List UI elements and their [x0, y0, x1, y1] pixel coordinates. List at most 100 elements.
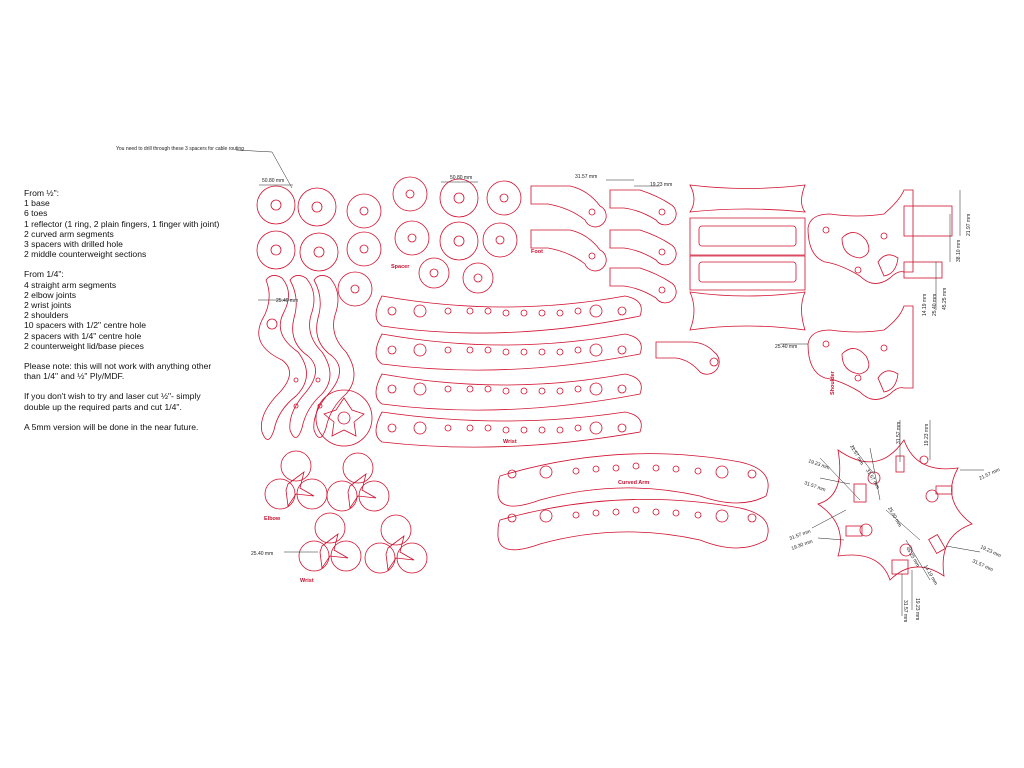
spacer-hole: [350, 284, 360, 294]
half-inch-item: 6 toes: [24, 208, 48, 219]
spacer-disc: [486, 180, 522, 216]
shoulder-hole: [822, 226, 830, 234]
half-inch-item: 2 curved arm segments: [24, 228, 114, 239]
dim-label: 19.23 mm: [914, 598, 920, 620]
arm-hole: [413, 343, 427, 357]
arm-hole: [444, 424, 452, 432]
dim-label: 19.23 mm: [650, 182, 672, 188]
base-slot: [845, 525, 863, 537]
arm-hole: [617, 345, 627, 355]
shoulder-plate: [807, 189, 914, 284]
spacer-disc: [256, 185, 296, 225]
half-inch-item: 3 spacers with drilled hole: [24, 239, 123, 250]
arm-hole: [502, 426, 510, 434]
spacer-disc: [482, 222, 518, 258]
arm-hole: [617, 306, 627, 316]
dim-label: 31.57 mm: [896, 422, 902, 444]
curved-arm-hole: [694, 511, 702, 519]
arm-hole-rows: [387, 304, 627, 435]
arm-hole: [413, 421, 427, 435]
arm-hole: [520, 426, 528, 434]
dim-label: 50.80 mm: [262, 178, 284, 184]
half-inch-item: 1 base: [24, 198, 50, 209]
joint-cutout: [319, 533, 349, 570]
curved-arm-segment: [497, 498, 769, 551]
toe-piece: [609, 229, 677, 266]
shoulder-hole: [880, 344, 888, 352]
curved-arm-hole: [694, 467, 702, 475]
arm-hole: [387, 306, 397, 316]
half-inch-item: 2 middle counterweight sections: [24, 249, 147, 260]
drill-note: You need to drill through these 3 spacer…: [116, 146, 244, 152]
spacer-hole: [270, 244, 282, 256]
spacer-hole: [407, 233, 417, 243]
spacer-label: Spacer: [391, 264, 410, 270]
spacer-disc: [394, 220, 430, 256]
dim-label: 21.57 mm: [978, 467, 1001, 482]
half-inch-heading: From ½":: [24, 188, 60, 198]
arm-hole: [538, 426, 546, 434]
finger-piece: [313, 275, 355, 438]
curved-fingers: [258, 275, 355, 440]
finger-hole: [293, 377, 299, 383]
arm-segment: [375, 411, 642, 448]
quarter-inch-item: 2 counterweight lid/base pieces: [24, 340, 144, 351]
half-inch-list: From ½": 1 base 6 toes 1 reflector (1 ri…: [24, 188, 254, 259]
curved-arm-hole: [747, 469, 757, 479]
joint-cutout: [347, 473, 377, 510]
quarter-inch-item: 2 spacers with 1/4" centre hole: [24, 330, 142, 341]
curved-arm-hole: [592, 465, 600, 473]
dim-label: 31.57 mm: [902, 600, 908, 622]
base-hole: [925, 489, 939, 503]
arm-hole: [520, 387, 528, 395]
please-note-line: than 1/4" and ½" Ply/MDF.: [24, 371, 125, 382]
spacer-disc: [337, 271, 373, 307]
arm-hole: [466, 346, 474, 354]
arm-hole: [589, 343, 603, 357]
arm-hole: [589, 382, 603, 396]
arm-hole: [574, 346, 582, 354]
future-note: A 5mm version will be done in the near f…: [24, 422, 254, 432]
arm-hole: [484, 385, 492, 393]
finger-joint: [266, 318, 278, 330]
counterweight-frame: [689, 217, 806, 256]
spacer-hole: [405, 189, 415, 199]
foot-label: Foot: [531, 249, 543, 255]
dim-label: 19.23 mm: [924, 424, 930, 446]
curved-arm-hole-rows: [507, 462, 757, 523]
base-slot: [928, 534, 946, 554]
curved-arm-hole: [572, 467, 580, 475]
dim-label: 25.40 mm: [251, 551, 273, 557]
curved-arm-hole: [747, 513, 757, 523]
toe-piece: [530, 229, 607, 272]
arm-hole: [538, 387, 546, 395]
curved-arm-hole: [507, 513, 517, 523]
arm-hole: [484, 346, 492, 354]
dim-label: 45.25 mm: [942, 288, 948, 310]
quarter-inch-heading: From 1/4":: [24, 269, 64, 280]
spacer-hole: [473, 273, 483, 283]
dim-label: 25.40 mm: [276, 298, 298, 304]
arm-hole: [502, 348, 510, 356]
base-slot: [853, 483, 867, 503]
arm-hole: [556, 309, 564, 317]
counterweight-slot: [698, 261, 797, 283]
joint-cutout: [285, 471, 315, 508]
laser-note-line: double up the required parts and cut 1/4…: [24, 401, 182, 412]
arm-hole: [484, 307, 492, 315]
toe-hole: [588, 252, 596, 260]
base-slot: [935, 485, 953, 495]
dim-label: 14.19 mm: [922, 294, 928, 316]
arm-hole: [502, 387, 510, 395]
curved-arm-hole: [672, 509, 680, 517]
dim-label: 31.57 mm: [575, 174, 597, 180]
arm-hole: [413, 304, 427, 318]
dim-label: 25.40 mm: [932, 294, 938, 316]
arm-hole: [466, 385, 474, 393]
arm-hole: [387, 345, 397, 355]
quarter-inch-item: 2 shoulders: [24, 310, 69, 321]
spacer-hole: [453, 235, 465, 247]
base-hole: [919, 455, 929, 465]
curved-arm-hole: [507, 469, 517, 479]
arm-hole: [574, 385, 582, 393]
